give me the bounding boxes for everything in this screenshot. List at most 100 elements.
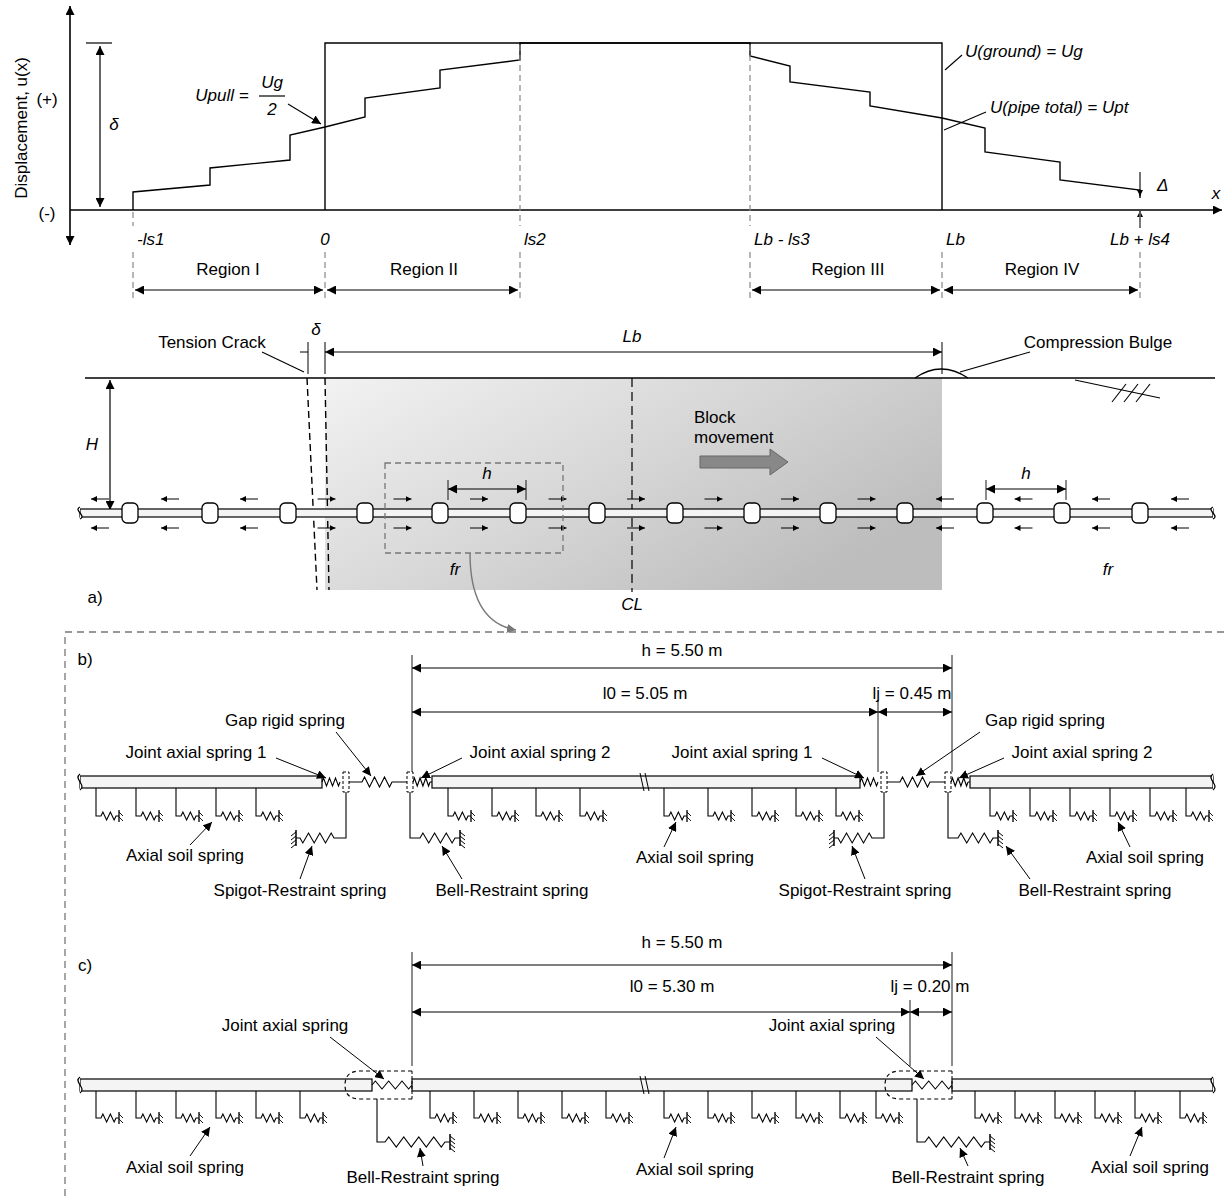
label: lj = 0.20 m bbox=[891, 977, 970, 997]
ground-hatch bbox=[199, 1119, 203, 1123]
extension-line bbox=[1066, 480, 1067, 500]
pipe-bell bbox=[280, 503, 296, 523]
friction-arrow bbox=[627, 528, 645, 529]
region-boundary bbox=[749, 45, 750, 226]
ground-hatch bbox=[863, 1114, 867, 1118]
label: Joint axial spring bbox=[222, 1016, 349, 1036]
label: h = 5.50 m bbox=[642, 933, 723, 953]
ground-anchor bbox=[1052, 810, 1053, 822]
pipe-bell bbox=[1132, 503, 1148, 523]
label: Joint axial spring bbox=[769, 1016, 896, 1036]
ground-hatch bbox=[159, 817, 163, 821]
leader-line bbox=[916, 732, 980, 776]
label: Joint axial spring 2 bbox=[470, 743, 611, 763]
label: Δ bbox=[1157, 176, 1168, 196]
ground-hatch bbox=[687, 1114, 691, 1118]
label: h = 5.50 m bbox=[642, 641, 723, 661]
ground-anchor bbox=[997, 1112, 998, 1124]
label: Lb - ls3 bbox=[754, 230, 810, 250]
pipe-break bbox=[1211, 774, 1215, 790]
ground-hatch bbox=[159, 1114, 163, 1118]
ground-hatch bbox=[775, 1114, 779, 1118]
shear-hatch bbox=[1112, 384, 1126, 402]
ground-hatch bbox=[1173, 812, 1177, 816]
joint-axial-spring bbox=[951, 778, 968, 786]
ground-hatch bbox=[859, 817, 863, 821]
ground-anchor bbox=[1208, 810, 1209, 822]
axial-soil-spring bbox=[796, 1091, 819, 1122]
axial-soil-spring bbox=[1095, 1091, 1118, 1122]
leader-line bbox=[960, 1148, 968, 1166]
length-dimension bbox=[325, 351, 942, 352]
friction-arrow bbox=[858, 528, 876, 529]
friction-arrow bbox=[470, 528, 488, 529]
dimension-line bbox=[910, 1011, 952, 1012]
ground-hatch bbox=[629, 1114, 633, 1118]
ground-hatch bbox=[1118, 1119, 1122, 1123]
leader-line bbox=[664, 1127, 676, 1158]
ground-hatch bbox=[819, 1119, 823, 1123]
ground-hatch bbox=[239, 1119, 243, 1123]
ground-hatch bbox=[119, 817, 123, 821]
friction-arrow bbox=[705, 528, 723, 529]
ground-hatch bbox=[899, 1114, 903, 1118]
extension-line bbox=[325, 342, 326, 374]
pipe-segment bbox=[80, 509, 1213, 517]
leader-line bbox=[442, 846, 462, 879]
ground-hatch bbox=[603, 817, 607, 821]
ground-anchor bbox=[858, 810, 859, 822]
label: fr bbox=[450, 560, 460, 580]
ground-hatch bbox=[629, 1119, 633, 1123]
dimension-line bbox=[412, 964, 952, 965]
label: Axial soil spring bbox=[1086, 848, 1204, 868]
ground-hatch bbox=[998, 844, 1003, 848]
label: h bbox=[1021, 464, 1030, 484]
axial-soil-spring bbox=[580, 788, 603, 820]
axial-soil-spring bbox=[176, 1091, 199, 1122]
label: Lb bbox=[946, 230, 965, 250]
bell-restraint-spring bbox=[377, 1099, 450, 1147]
ground-hatch bbox=[119, 1119, 123, 1123]
label: l0 = 5.05 m bbox=[603, 684, 688, 704]
spigot-end bbox=[343, 772, 349, 792]
pipe-bell bbox=[897, 503, 913, 523]
ground-hatch bbox=[291, 832, 296, 836]
pipe-bell bbox=[977, 503, 993, 523]
axial-soil-spring bbox=[1055, 1091, 1078, 1122]
label: l0 = 5.30 m bbox=[630, 977, 715, 997]
friction-arrow bbox=[549, 499, 567, 500]
leader-line bbox=[336, 732, 371, 776]
axial-soil-spring bbox=[136, 788, 159, 820]
axial-soil-spring bbox=[474, 1091, 497, 1122]
ground-anchor bbox=[862, 1112, 863, 1124]
ground-hatch bbox=[775, 812, 779, 816]
friction-arrow bbox=[1015, 528, 1033, 529]
axial-soil-spring bbox=[216, 788, 239, 820]
friction-arrow bbox=[470, 499, 488, 500]
ground-hatch bbox=[559, 817, 563, 821]
pipe-segment bbox=[80, 1079, 372, 1091]
axial-soil-spring bbox=[256, 1091, 279, 1122]
leader-line bbox=[300, 846, 312, 879]
label: Ug bbox=[261, 73, 283, 93]
pipe-break bbox=[645, 1076, 649, 1094]
extension-line bbox=[412, 655, 413, 772]
leader-line bbox=[822, 758, 864, 778]
ground-hatch bbox=[471, 812, 475, 816]
leader-line bbox=[960, 352, 1030, 372]
leader-line bbox=[852, 846, 865, 879]
spigot-restraint-spring bbox=[834, 792, 884, 843]
joint-axial-spring bbox=[860, 778, 878, 786]
friction-arrow bbox=[936, 499, 954, 500]
ground-anchor bbox=[686, 1112, 687, 1124]
ground-hatch bbox=[1133, 812, 1137, 816]
label: (+) bbox=[36, 90, 57, 110]
axial-soil-spring bbox=[606, 1091, 629, 1122]
axial-soil-spring bbox=[1070, 788, 1093, 820]
axial-soil-spring bbox=[96, 1091, 119, 1122]
ground-hatch bbox=[819, 812, 823, 816]
axial-soil-spring bbox=[752, 788, 775, 820]
ground-anchor bbox=[158, 810, 159, 822]
friction-arrow bbox=[1171, 499, 1189, 500]
axial-soil-spring bbox=[430, 1091, 453, 1122]
